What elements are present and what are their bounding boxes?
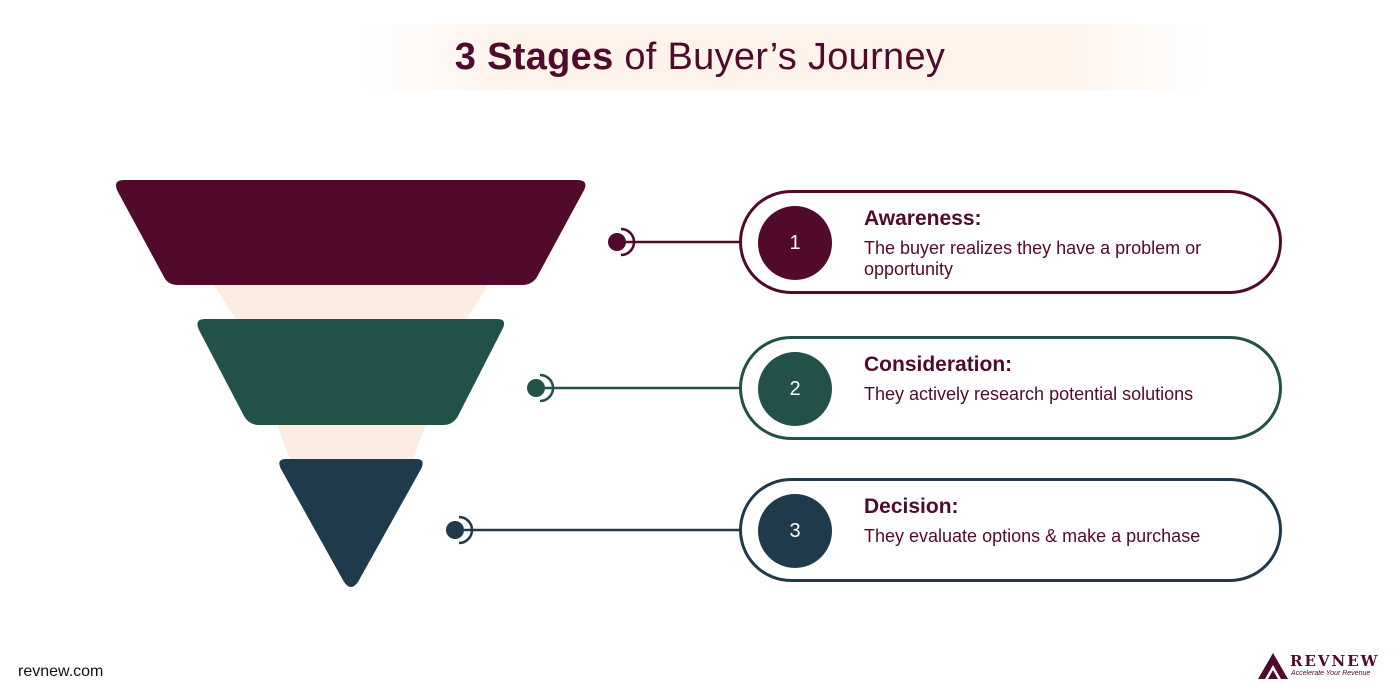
title-rest: of Buyer’s Journey xyxy=(613,36,946,78)
funnel-tier-consideration xyxy=(197,319,505,425)
stage-description: The buyer realizes they have a problem o… xyxy=(864,238,1202,279)
funnel-tier-decision xyxy=(279,459,423,587)
title-background xyxy=(360,24,1210,90)
stage-card-decision: 3 Decision: They evaluate options & make… xyxy=(739,478,1282,582)
stage-description: They actively research potential solutio… xyxy=(864,384,1194,404)
connector-awareness xyxy=(608,227,740,257)
title-bold: 3 Stages xyxy=(454,36,614,78)
funnel-connector-2 xyxy=(277,424,426,460)
funnel-tier-awareness xyxy=(116,180,586,285)
logo-tagline: Accelerate Your Revenue xyxy=(1291,670,1371,677)
stage-title: Decision: xyxy=(864,495,959,518)
connector-consideration xyxy=(527,373,740,403)
site-url: revnew.com xyxy=(18,663,104,680)
connector-dot-2 xyxy=(527,379,545,397)
stage-number-badge: 3 xyxy=(758,494,832,568)
stage-card-awareness: 1 Awareness: The buyer realizes they hav… xyxy=(739,190,1282,294)
page-title: 3 Stages of Buyer’s Journey xyxy=(0,36,1400,79)
stage-number-badge: 2 xyxy=(758,352,832,426)
connector-dot-3 xyxy=(446,521,464,539)
stage-card-consideration: 2 Consideration: They actively research … xyxy=(739,336,1282,440)
mountain-logo-icon xyxy=(1258,653,1288,679)
funnel-connector-1 xyxy=(214,285,488,320)
logo-name: REVNEW xyxy=(1290,652,1380,670)
stage-number-badge: 1 xyxy=(758,206,832,280)
connector-decision xyxy=(446,515,740,545)
stage-description: They evaluate options & make a purchase xyxy=(864,526,1201,546)
stage-title: Awareness: xyxy=(864,207,982,230)
stage-title: Consideration: xyxy=(864,353,1013,376)
connector-dot-1 xyxy=(608,233,626,251)
